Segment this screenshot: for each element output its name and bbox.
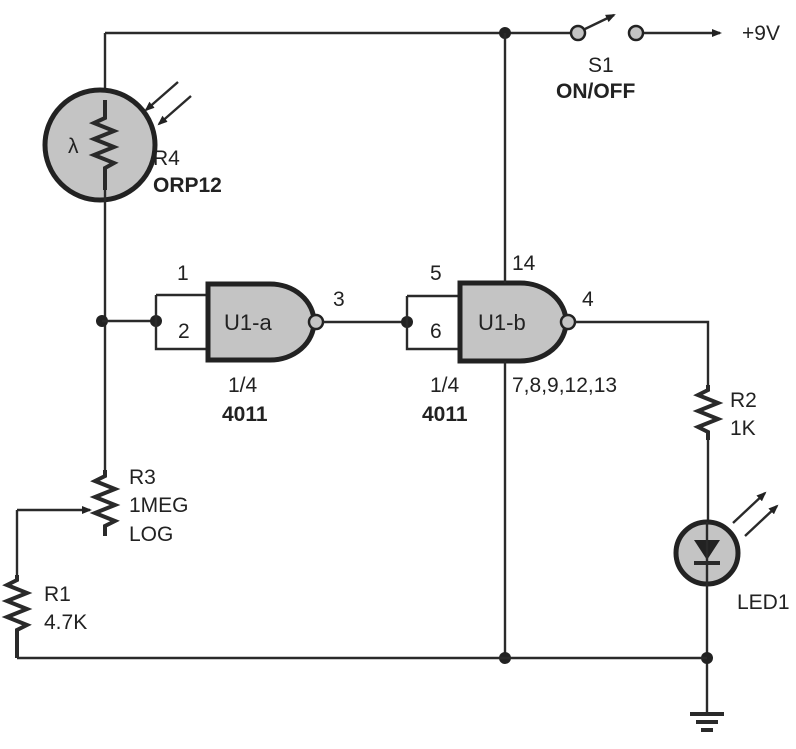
u1a-part: 4011 (222, 403, 268, 426)
ldr-r4-body (42, 87, 158, 203)
u1a-ref: U1-a (224, 310, 272, 335)
u1a-pin-2: 2 (178, 320, 190, 343)
led1-ref: LED1 (737, 591, 790, 614)
u1b-inverter-bubble (559, 313, 577, 331)
r3-taper: LOG (129, 523, 173, 546)
gate-a-inputs-wire (154, 293, 208, 351)
u1a-inverter-bubble (307, 313, 325, 331)
ldr-lambda-symbol: λ (68, 135, 79, 158)
u1b-fraction: 1/4 (430, 374, 460, 397)
r2-resistor-zigzag (692, 385, 724, 440)
switch-terminal-a (569, 24, 587, 42)
gate-b-inputs-wire (405, 294, 460, 351)
r2-value: 1K (730, 417, 756, 440)
light-arrow-1 (144, 81, 179, 112)
u1b-pin-6: 6 (430, 320, 442, 343)
s1-value: ON/OFF (556, 80, 635, 103)
r3-value: 1MEG (129, 494, 189, 517)
r2-ref: R2 (730, 389, 757, 412)
switch-terminal-b (627, 24, 645, 42)
r3-pot-zigzag (89, 470, 121, 536)
r4-value: ORP12 (153, 174, 222, 197)
r4-ref: R4 (153, 147, 180, 170)
u1b-ref: U1-b (478, 310, 526, 335)
u1a-fraction: 1/4 (228, 374, 258, 397)
r3-ref: R3 (129, 466, 156, 489)
u1b-pin-14: 14 (512, 252, 536, 275)
r1-resistor-zigzag (1, 575, 33, 658)
s1-ref: S1 (588, 54, 614, 77)
r1-ref: R1 (44, 583, 71, 606)
supply-label: +9V (742, 22, 780, 45)
output-wire (575, 320, 710, 385)
r1-value: 4.7K (44, 611, 87, 634)
light-arrow-2 (157, 95, 192, 126)
u1b-part: 4011 (422, 403, 468, 426)
switch-lever[interactable] (584, 13, 616, 31)
u1a-pin-1: 1 (177, 262, 189, 285)
led-light-arrow-2 (744, 504, 779, 537)
u1a-pin-3: 3 (333, 288, 345, 311)
led-light-arrow-1 (732, 491, 767, 524)
u1b-pin-4: 4 (582, 288, 594, 311)
ldr-resistor-zigzag (88, 100, 120, 190)
u1b-gnd-pins: 7,8,9,12,13 (512, 374, 617, 397)
u1b-pin-5: 5 (430, 262, 442, 285)
